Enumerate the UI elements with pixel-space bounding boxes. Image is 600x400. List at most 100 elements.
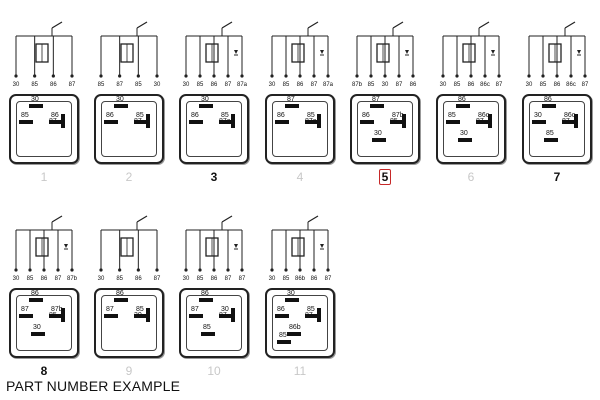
svg-text:85: 85 [98,82,105,88]
pin-label: 85 [307,306,315,313]
pin-blade [201,332,215,336]
relay-number: 1 [40,170,48,184]
svg-text:30: 30 [13,276,20,282]
pin-label: 30 [31,96,39,103]
pin-label: 86 [106,112,114,119]
relay-footprint: 878687a85 [265,94,335,164]
pin-label: 85 [136,306,144,313]
pin-label: 86 [201,290,209,297]
svg-text:87: 87 [311,82,318,88]
svg-text:87: 87 [116,82,123,88]
pin-blade [189,120,203,124]
svg-text:86: 86 [468,82,475,88]
svg-text:87b: 87b [352,82,363,88]
pin-label: 30 [460,130,468,137]
svg-text:87b: 87b [67,276,78,282]
pin-blade [19,120,33,124]
pin-label: 87b [51,306,63,313]
pin-blade [285,104,299,108]
pin-blade [285,298,299,302]
pin-blade [231,308,235,322]
pin-label: 86b [289,324,301,331]
pin-blade [317,114,321,128]
svg-text:86: 86 [211,82,218,88]
pin-blade [476,120,490,124]
pin-blade [287,332,301,336]
relay-cell-9: 30858687868730859 [91,208,167,380]
svg-text:86b: 86b [295,276,306,282]
svg-text:86: 86 [297,82,304,88]
pin-blade [458,138,472,142]
pin-blade [231,114,235,128]
pin-label: 86 [191,112,199,119]
relay-footprint: 308687a85 [179,94,249,164]
svg-text:86c: 86c [480,82,490,88]
svg-text:87: 87 [582,82,589,88]
pin-label: 85 [546,130,554,137]
svg-text:85: 85 [283,276,290,282]
relay-cell-1: 30858687308587861 [6,14,82,186]
svg-text:85: 85 [283,82,290,88]
svg-text:87: 87 [225,82,232,88]
pin-label: 85 [136,112,144,119]
relay-cell-2: 85878530308687852 [91,14,167,186]
pin-blade [488,114,492,128]
svg-text:86: 86 [41,276,48,282]
relay-number: 5 [347,169,423,185]
pin-blade [532,120,546,124]
relay-footprint: 86858786c30 [436,94,506,164]
pin-blade [146,308,150,322]
pin-label: 87 [287,96,295,103]
pin-blade [370,104,384,108]
pin-label: 85 [390,118,398,125]
pin-blade [114,104,128,108]
relay-cell-7: 30858686c8786308786c857 [519,14,595,186]
pin-label: 30 [33,324,41,331]
pin-blade [305,314,319,318]
svg-text:86: 86 [211,276,218,282]
pin-label: 85 [448,112,456,119]
pin-blade [275,314,289,318]
relay-number: 8 [40,364,48,378]
pin-label: 30 [201,96,209,103]
relay-cell-4: 3085868787a878687a854 [262,14,338,186]
svg-text:87: 87 [225,276,232,282]
pin-label: 86c [478,112,490,119]
svg-text:87: 87 [325,276,332,282]
pin-label: 85 [279,332,287,339]
pin-label: 86 [277,306,285,313]
pin-blade [199,298,213,302]
pin-label: 85 [221,112,229,119]
svg-text:85: 85 [540,82,547,88]
pin-label: 87 [305,312,313,319]
pin-blade [372,138,386,142]
svg-text:30: 30 [382,82,389,88]
pin-label: 86c [564,112,576,119]
pin-blade [146,114,150,128]
pin-label: 30 [221,306,229,313]
relay-number: 6 [467,170,475,184]
pin-blade [402,114,406,128]
svg-text:30: 30 [440,82,447,88]
pin-label: 86 [544,96,552,103]
pin-label: 86 [458,96,466,103]
pin-label: 87b [392,112,404,119]
svg-text:86: 86 [554,82,561,88]
svg-text:85: 85 [454,82,461,88]
pin-blade [562,120,576,124]
pin-label: 30 [287,290,295,297]
svg-text:87: 87 [396,82,403,88]
pin-blade [360,120,374,124]
svg-text:85: 85 [197,82,204,88]
relay-footprint: 30868785 [94,94,164,164]
pin-blade [275,120,289,124]
